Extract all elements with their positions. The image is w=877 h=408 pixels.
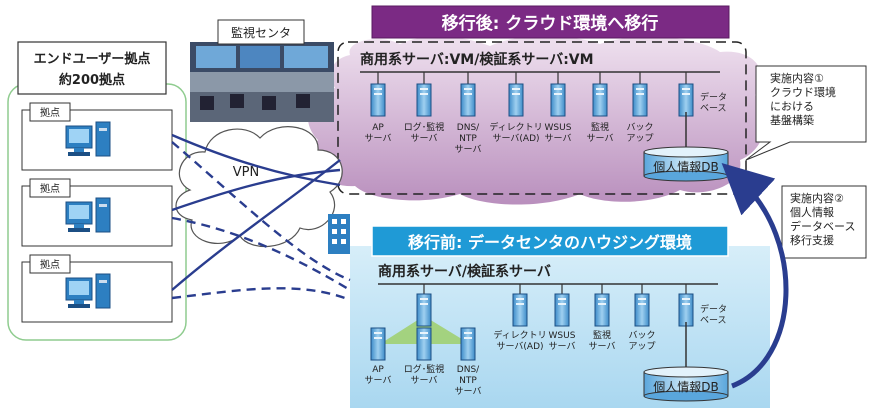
server-label-line: ログ･監視 (404, 363, 445, 375)
monitor-center-photo (190, 42, 334, 122)
server-icon (460, 83, 476, 117)
vpn-label: VPN (233, 165, 259, 180)
callout-line: 実施内容① (770, 71, 824, 85)
site-label: 拠点 (40, 182, 60, 195)
server-icon (512, 293, 528, 327)
callout-line: 基盤構築 (770, 113, 814, 127)
server-icon (416, 83, 432, 117)
server-icon (592, 83, 608, 117)
server-label-line: サーバ(AD) (492, 133, 539, 144)
server-label-line: 監視 (593, 329, 611, 341)
end-user-title-line2: 約200拠点 (59, 72, 125, 88)
server-icon (594, 293, 610, 327)
end-user-title-line1: エンドユーザー拠点 (34, 51, 151, 67)
server-label-line: バック (626, 122, 653, 133)
server-label-line: サーバ (455, 144, 482, 155)
server-label-line: NTP (459, 134, 477, 144)
callout-line: データベース (790, 219, 855, 233)
server-label-line: データ (700, 303, 727, 315)
end-user-title-box (17, 41, 167, 95)
after-servers: APサーバログ･監視サーバDNS/NTPサーバディレクトリサーバ(AD)WSUS… (365, 72, 727, 155)
callout-line: 実施内容② (790, 191, 844, 205)
server-label-line: ベース (700, 104, 727, 114)
server-label-line: ログ･監視 (404, 121, 445, 133)
server-icon (460, 327, 476, 361)
server-label-line: ディレクトリ (489, 121, 542, 133)
before-servers: APサーバログ･監視サーバDNS/NTPサーバディレクトリサーバ(AD)WSUS… (365, 284, 727, 397)
server-label-line: サーバ (411, 133, 438, 144)
after-bus-label: 商用系サーバ:VM/検証系サーバ:VM (360, 51, 594, 68)
server-icon (632, 83, 648, 117)
server-label-line: DNS/ (457, 365, 480, 375)
site-label: 拠点 (40, 258, 60, 271)
monitor-center-label-box (217, 19, 305, 45)
network-lines (171, 133, 351, 302)
server-icon (370, 327, 386, 361)
callout-line: における (770, 100, 814, 113)
server-label-line: サーバ (365, 375, 392, 386)
callout-line: 個人情報 (790, 206, 834, 219)
server-label-line: ディレクトリ (493, 329, 546, 341)
server-icon (416, 293, 432, 327)
after-title-box (371, 5, 730, 39)
monitor-center-label: 監視センタ (231, 25, 291, 40)
server-icon (634, 293, 650, 327)
server-icon (416, 327, 432, 361)
server-icon (554, 293, 570, 327)
server-label-line: ベース (700, 316, 727, 326)
server-label-line: アップ (628, 341, 655, 352)
server-label-line: 監視 (591, 121, 609, 133)
server-label-line: サーバ (587, 133, 614, 144)
server-icon (508, 83, 524, 117)
server-icon (370, 83, 386, 117)
before-title: 移行前: データセンタのハウジング環境 (408, 233, 692, 252)
before-title-box (371, 225, 729, 257)
server-icon (678, 293, 694, 327)
server-label-line: AP (372, 365, 384, 375)
server-label-line: サーバ (549, 341, 576, 352)
server-label-line: サーバ (545, 133, 572, 144)
server-label-line: サーバ (589, 341, 616, 352)
callout-line: 移行支援 (790, 233, 834, 247)
server-label-line: アップ (626, 133, 653, 144)
server-label-line: DNS/ (457, 123, 480, 133)
server-label-line: データ (700, 91, 727, 103)
after-title: 移行後: クラウド環境へ移行 (442, 13, 659, 34)
server-label-line: AP (372, 123, 384, 133)
callout-1 (745, 65, 867, 161)
before-db-label: 個人情報DB (653, 380, 718, 394)
before-db: 個人情報DB (643, 322, 729, 402)
callout-2 (781, 185, 867, 259)
datacenter-building-icon (328, 214, 350, 254)
before-bus-label: 商用系サーバ/検証系サーバ (378, 263, 551, 280)
server-label-line: NTP (459, 376, 477, 386)
after-db-label: 個人情報DB (653, 160, 718, 174)
server-label-line: WSUS (549, 331, 576, 341)
pc-icon (65, 121, 111, 157)
server-label-line: WSUS (545, 123, 572, 133)
server-label-line: サーバ (365, 133, 392, 144)
server-label-line: サーバ(AD) (496, 341, 543, 352)
server-label-line: サーバ (411, 375, 438, 386)
server-icon (678, 83, 694, 117)
pc-icon (65, 197, 111, 233)
server-label-line: サーバ (455, 386, 482, 397)
pc-icon (65, 273, 111, 309)
migration-arrow (721, 163, 789, 389)
callout-line: クラウド環境 (770, 85, 836, 99)
vpn-cloud (175, 126, 343, 248)
after-db: 個人情報DB (643, 112, 729, 182)
server-label-line: バック (628, 330, 655, 341)
after-dashed-box (337, 41, 747, 195)
server-icon (550, 83, 566, 117)
site-label: 拠点 (40, 106, 60, 119)
